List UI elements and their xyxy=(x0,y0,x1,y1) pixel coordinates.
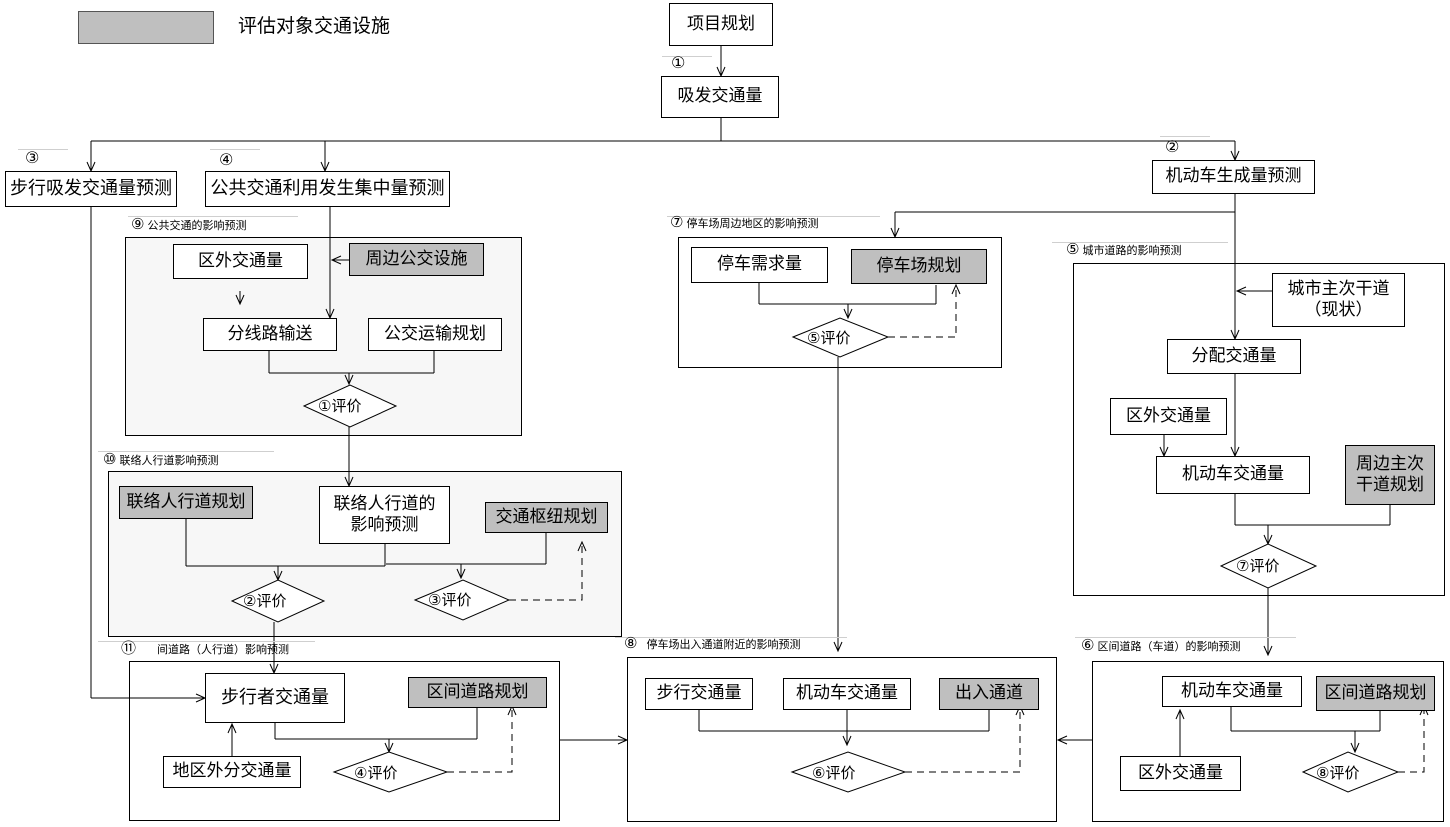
title-rule xyxy=(615,637,847,638)
title-rule xyxy=(128,216,298,217)
title-rule xyxy=(1160,136,1210,137)
step-marker-2: ② xyxy=(1165,137,1180,156)
region8-access-passage: 出入通道 xyxy=(939,678,1039,710)
region8-motor-volume: 机动车交通量 xyxy=(783,678,911,710)
title-rule xyxy=(210,149,260,150)
region10-hub-plan: 交通枢纽规划 xyxy=(485,502,608,533)
region5-assign-volume: 分配交通量 xyxy=(1167,339,1301,374)
title-rule xyxy=(98,641,315,642)
region5-arterial-road: 城市主次干道 （现状） xyxy=(1272,273,1405,327)
region10-eval3-label: ③评价 xyxy=(428,591,472,609)
region7-parking-plan: 停车场规划 xyxy=(851,249,987,284)
step-marker-3: ③ xyxy=(25,148,40,167)
region5-external-volume: 区外交通量 xyxy=(1110,398,1227,435)
region10-walkway-plan: 联络人行道规划 xyxy=(119,486,253,519)
region8-eval-label: ⑥评价 xyxy=(812,764,856,782)
region9-external-volume: 区外交通量 xyxy=(173,244,308,279)
step-marker-4: ④ xyxy=(219,150,234,169)
region11-road-plan: 区间道路规划 xyxy=(408,677,547,708)
title-rule xyxy=(1052,242,1228,243)
region6-external-volume: 区外交通量 xyxy=(1120,756,1241,791)
region11-area-split-volume: 地区外分交通量 xyxy=(163,756,301,788)
legend-label: 评估对象交通设施 xyxy=(238,15,391,37)
region9-route-assign: 分线路输送 xyxy=(203,318,337,351)
project-plan-node: 项目规划 xyxy=(669,3,773,46)
walk-forecast-node: 步行吸发交通量预测 xyxy=(5,171,177,207)
region5-eval-label: ⑦评价 xyxy=(1236,557,1280,575)
region9-bus-facility: 周边公交设施 xyxy=(349,243,484,276)
region11-eval-label: ④评价 xyxy=(354,764,398,782)
region6-eval-label: ⑧评价 xyxy=(1316,764,1360,782)
attract-volume-node: 吸发交通量 xyxy=(661,76,779,118)
region6-road-plan: 区间道路规划 xyxy=(1316,676,1435,711)
title-rule xyxy=(1075,637,1296,638)
region7-eval-label: ⑤评价 xyxy=(807,329,851,347)
region5-arterial-plan: 周边主次 干道规划 xyxy=(1345,445,1435,505)
region9-bus-plan: 公交运输规划 xyxy=(368,318,502,351)
title-rule xyxy=(18,149,68,150)
region10-eval2-label: ②评价 xyxy=(243,592,287,610)
region7-parking-demand: 停车需求量 xyxy=(691,247,828,283)
region11-pedestrian-volume: 步行者交通量 xyxy=(205,673,345,723)
title-rule xyxy=(98,451,274,452)
region6-motor-volume: 机动车交通量 xyxy=(1162,676,1302,707)
legend-swatch xyxy=(78,11,214,44)
motor-forecast-node: 机动车生成量预测 xyxy=(1152,160,1315,194)
region10-walkway-forecast: 联络人行道的 影响预测 xyxy=(319,486,450,544)
region9-eval-label: ①评价 xyxy=(318,397,362,415)
transit-forecast-node: 公共交通利用发生集中量预测 xyxy=(205,171,450,207)
title-rule xyxy=(667,216,880,217)
region5-motor-volume: 机动车交通量 xyxy=(1156,456,1310,494)
region8-walk-volume: 步行交通量 xyxy=(645,678,753,710)
title-rule xyxy=(662,56,712,57)
step-marker-1: ① xyxy=(671,53,686,72)
